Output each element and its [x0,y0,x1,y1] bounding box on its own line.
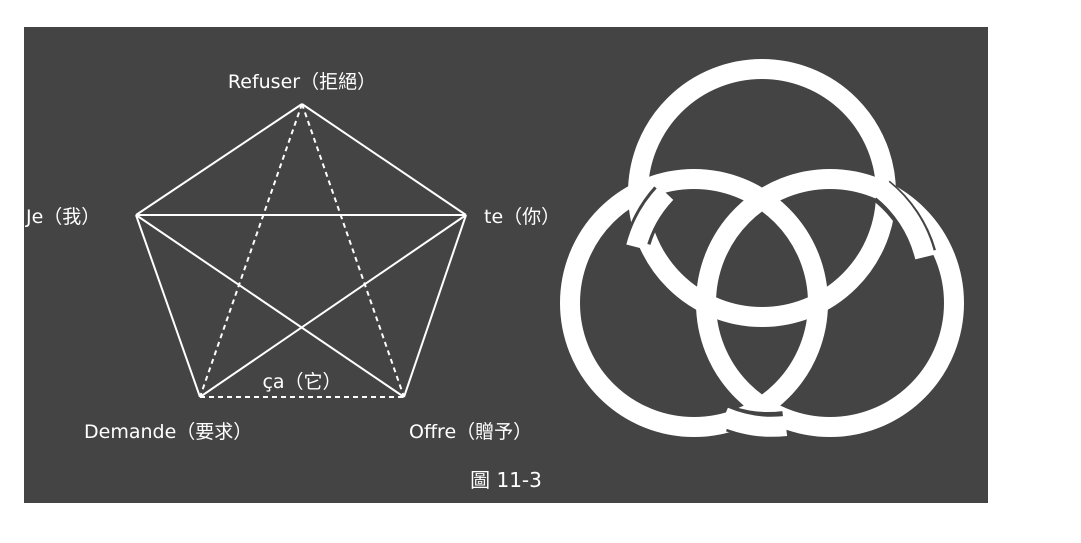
figure-svg: Refuser（拒絕） Je（我） te（你） ça（它） Demande（要求… [25,59,964,492]
pentagon-diagram [135,103,467,398]
figure-caption: 圖 11-3 [470,468,542,492]
label-ca: ça（它） [262,371,341,393]
ring-weave-left-over-right-fill [720,407,788,437]
edge-top-right [301,103,467,216]
edge-top-left [135,103,303,216]
ring-weave-right-over-top-fill [872,179,935,260]
edge-right-bottomright [403,214,467,398]
diag-left-bottomright [135,214,405,398]
borromean-rings [560,59,964,438]
dashed-top-bottomright [301,103,405,398]
label-demande: Demande（要求） [84,421,252,443]
diag-right-bottomleft [199,214,467,398]
label-offre: Offre（贈予） [409,421,532,443]
dashed-top-bottomleft [199,103,303,398]
figure-panel: Refuser（拒絕） Je（我） te（你） ça（它） Demande（要求… [24,27,988,503]
ring-weave-top-under-left-fill [626,186,674,250]
label-refuser: Refuser（拒絕） [228,71,376,93]
edge-left-bottomleft [135,214,201,398]
label-te: te（你） [484,206,560,228]
label-je: Je（我） [25,206,100,228]
